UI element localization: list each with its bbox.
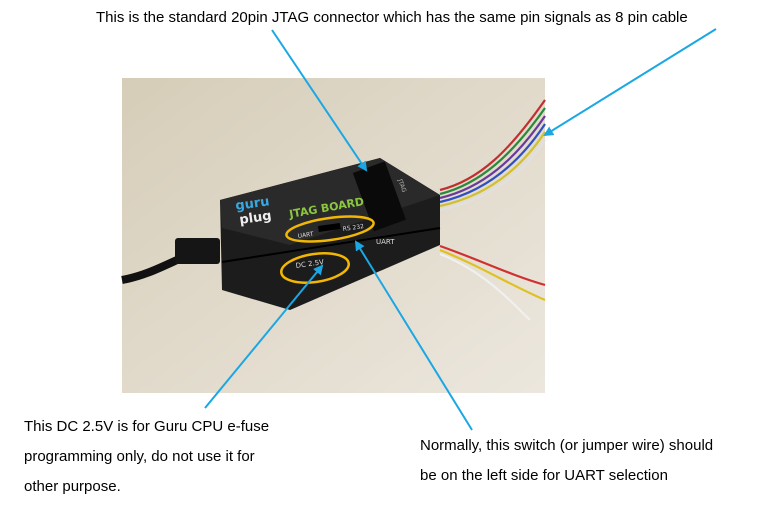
arrow-to-switch [354, 240, 473, 431]
switch-caption: Normally, this switch (or jumper wire) s… [420, 431, 713, 491]
usb-plug [175, 238, 220, 264]
caption-line: Normally, this switch (or jumper wire) s… [420, 437, 714, 454]
jtag-label: JTAG [396, 177, 408, 193]
dc-highlight [280, 252, 350, 284]
callout-arrows [204, 28, 717, 431]
mode-switch [318, 222, 341, 232]
dc-caption: This DC 2.5V is for Guru CPU e-fuse prog… [24, 412, 269, 502]
caption-line: be on the left side for UART selection [420, 467, 668, 484]
logo-text: plug [238, 209, 272, 228]
arrow-to-cable [543, 28, 717, 137]
caption-line: This DC 2.5V is for Guru CPU e-fuse [24, 418, 270, 435]
arrow-to-connector [271, 29, 368, 172]
dc-label: DC 2.5V [295, 258, 324, 270]
caption-line: programming only, do not use it for [24, 448, 255, 465]
jtag-connector [352, 161, 406, 232]
rs232-label: RS 232 [342, 223, 364, 233]
switch-highlight [285, 215, 375, 243]
uart-label: UART [297, 231, 314, 240]
arrow-to-dc [204, 264, 324, 409]
caption-line: other purpose. [24, 478, 121, 495]
logo-text: guru [234, 194, 270, 214]
side-uart-label: UART [376, 238, 395, 246]
connector-caption: This is the standard 20pin JTAG connecto… [96, 9, 688, 26]
ribbon-wires [439, 99, 546, 321]
